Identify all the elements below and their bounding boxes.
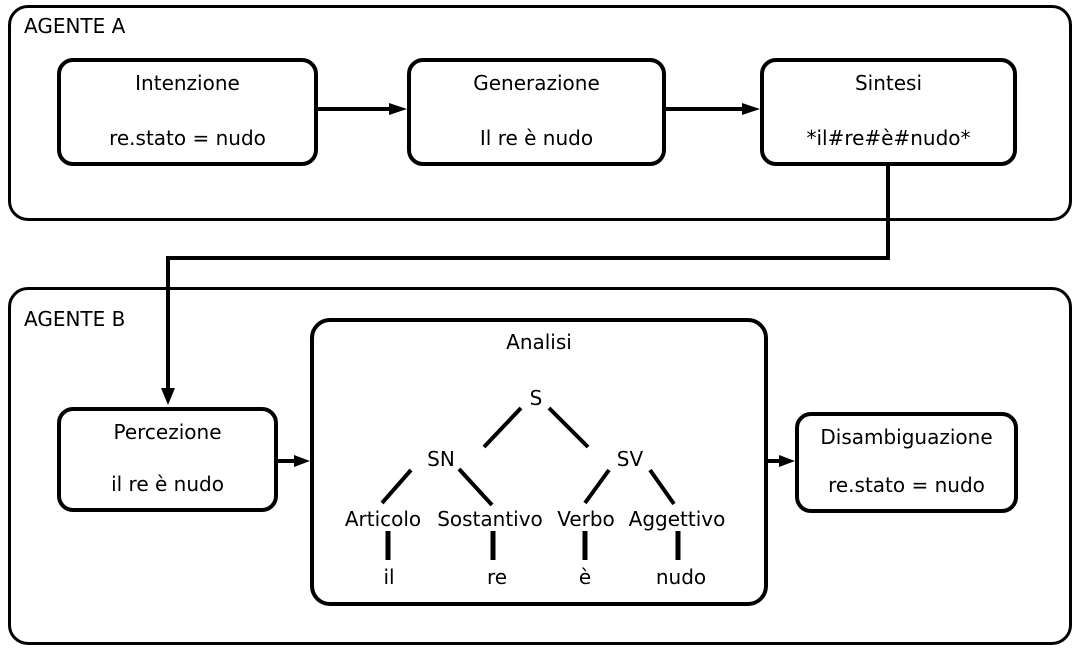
tree-node-aggettivo: Aggettivo (628, 507, 726, 531)
tree-leaf-il: il (383, 565, 395, 589)
percezione-box: Percezione il re è nudo (57, 407, 278, 512)
intenzione-value: re.stato = nudo (109, 126, 266, 150)
sintesi-title: Sintesi (854, 71, 923, 95)
generazione-box: Generazione Il re è nudo (407, 58, 666, 166)
tree-leaf-re: re (486, 565, 508, 589)
disambiguazione-value: re.stato = nudo (828, 473, 985, 497)
percezione-value: il re è nudo (111, 472, 224, 496)
generazione-value: Il re è nudo (479, 126, 594, 150)
analisi-title: Analisi (506, 330, 572, 354)
tree-node-articolo: Articolo (344, 507, 422, 531)
intenzione-title: Intenzione (135, 71, 240, 95)
disambiguazione-box: Disambiguazione re.stato = nudo (795, 412, 1018, 513)
tree-node-verbo: Verbo (557, 507, 615, 531)
sintesi-value: *il#re#è#nudo* (806, 126, 971, 150)
tree-node-s: S (529, 386, 543, 410)
analisi-box: Analisi (310, 318, 768, 606)
percezione-title: Percezione (113, 420, 222, 444)
intenzione-box: Intenzione re.stato = nudo (57, 58, 318, 166)
tree-leaf-e: è (578, 565, 592, 589)
sintesi-box: Sintesi *il#re#è#nudo* (760, 58, 1017, 166)
tree-node-sv: SV (616, 447, 644, 471)
tree-leaf-nudo: nudo (655, 565, 707, 589)
tree-node-sostantivo: Sostantivo (437, 507, 543, 531)
agente-b-label: AGENTE B (24, 307, 126, 331)
agente-a-label: AGENTE A (24, 14, 126, 38)
disambiguazione-title: Disambiguazione (820, 425, 993, 449)
generazione-title: Generazione (473, 71, 600, 95)
tree-node-sn: SN (427, 447, 455, 471)
